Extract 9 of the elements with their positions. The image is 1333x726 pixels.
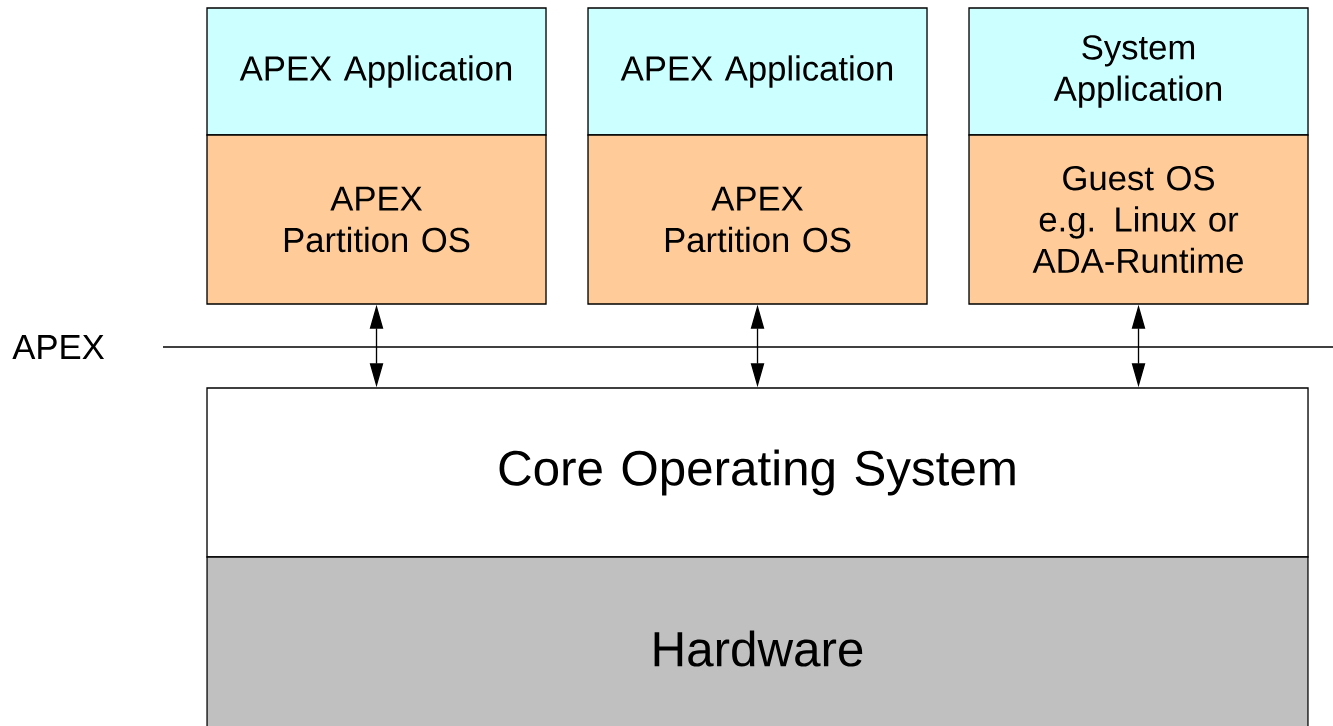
os-box: APEX Partition OS (206, 134, 547, 305)
hardware-box: Hardware (206, 556, 1309, 726)
application-box: System Application (968, 7, 1309, 136)
core-os-box: Core Operating System (206, 387, 1309, 558)
os-box: Guest OS e.g. Linux or ADA-Runtime (968, 134, 1309, 305)
application-box: APEX Application (587, 7, 928, 136)
interface-label: APEX (12, 335, 105, 359)
os-box: APEX Partition OS (587, 134, 928, 305)
application-box: APEX Application (206, 7, 547, 136)
